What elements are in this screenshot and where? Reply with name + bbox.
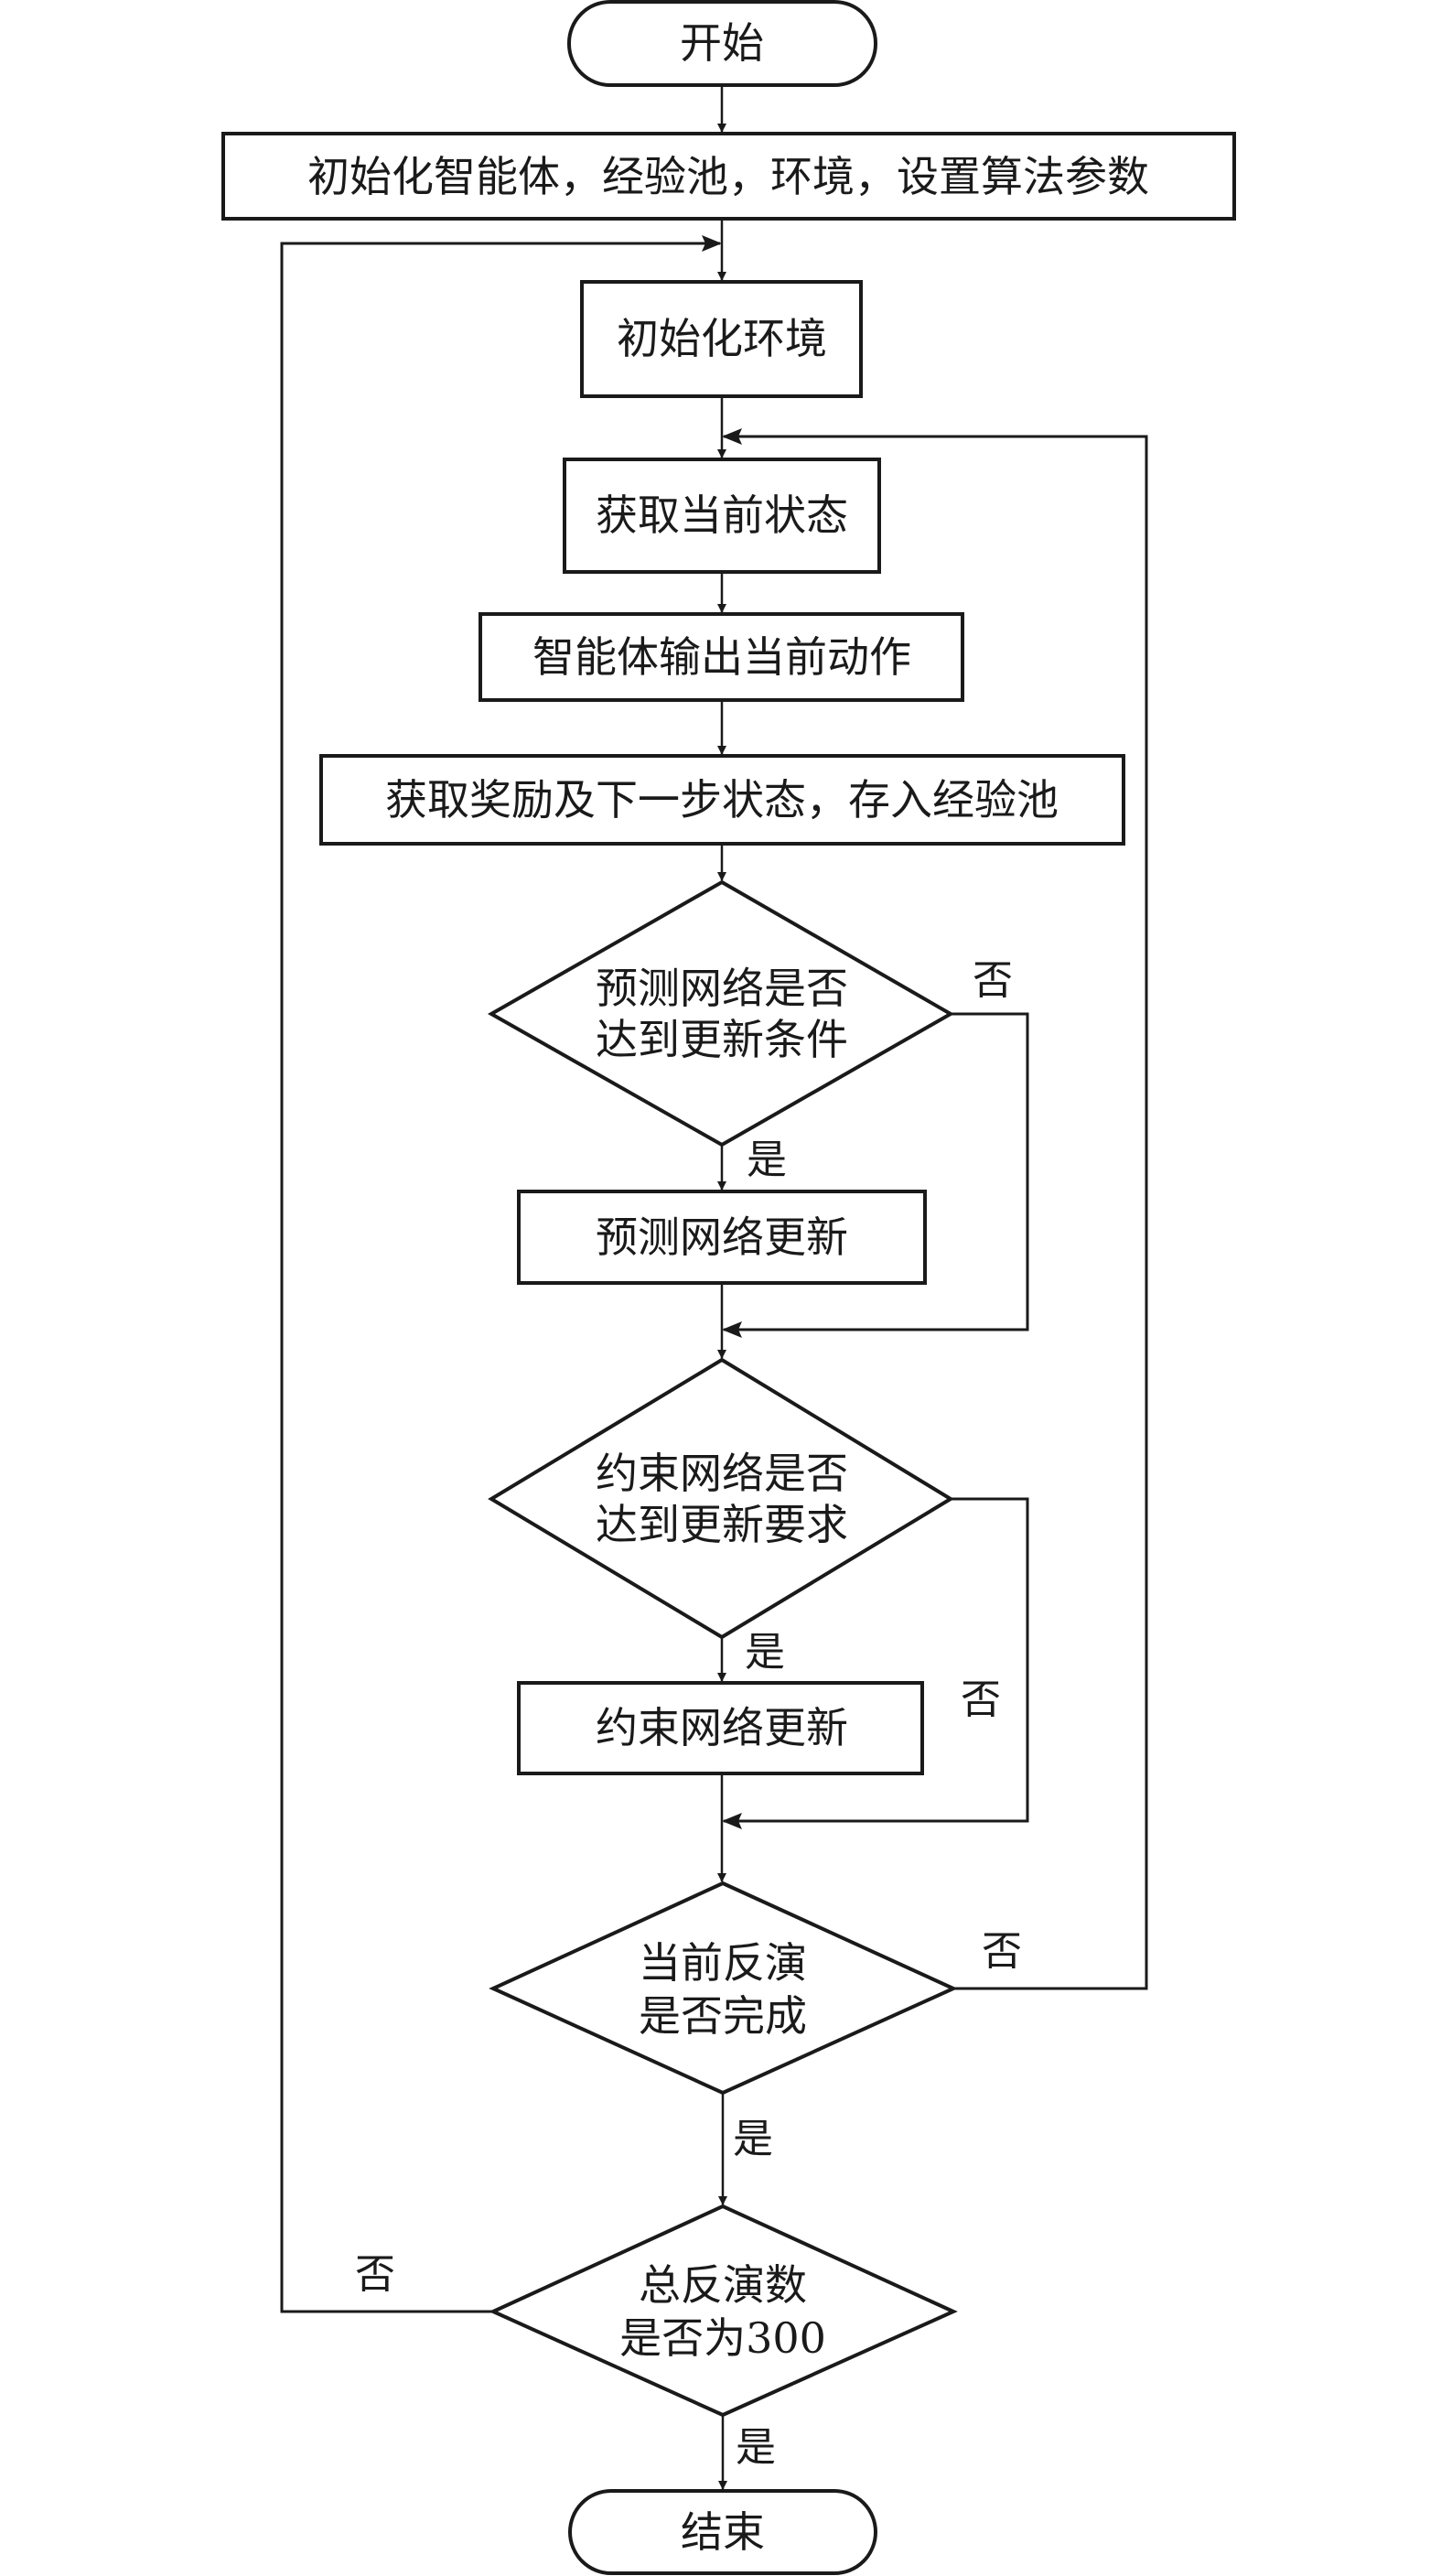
get-state-box: [563, 458, 881, 574]
episode-yes-label: 是: [733, 2116, 773, 2162]
init-all-label: 初始化智能体，经验池，环境，设置算法参数: [307, 152, 1149, 201]
total-no-label: 否: [355, 2251, 395, 2298]
start-label: 开始: [680, 18, 764, 68]
total-yes-label: 是: [736, 2424, 776, 2471]
agent-action-label: 智能体输出当前动作: [532, 632, 911, 682]
predict-no-label: 否: [973, 957, 1013, 1004]
predict-check-label-line1: 预测网络是否: [596, 964, 848, 1013]
init-env-label: 初始化环境: [617, 314, 827, 363]
constraint-check-label-line1: 约束网络是否: [596, 1449, 848, 1498]
end-terminal: [568, 2489, 877, 2575]
constraint-update-box: [517, 1681, 924, 1775]
get-reward-label: 获取奖励及下一步状态，存入经验池: [385, 775, 1059, 825]
episode-no-label: 否: [982, 1928, 1022, 1975]
arrow-predict-no-bypass: [722, 1012, 1029, 1338]
init-env-box: [580, 280, 863, 398]
arrow-total-no-loop: [280, 235, 722, 2313]
episode-check-label-line2: 是否完成: [639, 1991, 807, 2041]
arrow-episode-no-loop: [722, 428, 1148, 1990]
constraint-update-label: 约束网络更新: [596, 1703, 848, 1752]
constraint-check-label-line2: 达到更新要求: [596, 1500, 848, 1549]
total-check-label-line1: 总反演数: [639, 2260, 807, 2310]
predict-update-box: [517, 1190, 927, 1285]
predict-check-label-line2: 达到更新条件: [596, 1015, 848, 1064]
predict-yes-label: 是: [747, 1137, 787, 1183]
constraint-yes-label: 是: [745, 1629, 785, 1676]
predict-update-label: 预测网络更新: [596, 1213, 848, 1262]
episode-check-label-line1: 当前反演: [639, 1938, 807, 1988]
arrow-constraint-no-bypass: [722, 1497, 1029, 1829]
get-state-label: 获取当前状态: [596, 490, 848, 540]
total-check-label-line2: 是否为300: [619, 2313, 826, 2363]
init-all-box: [221, 132, 1236, 221]
end-label: 结束: [681, 2507, 765, 2557]
constraint-no-label: 否: [961, 1676, 1001, 1723]
